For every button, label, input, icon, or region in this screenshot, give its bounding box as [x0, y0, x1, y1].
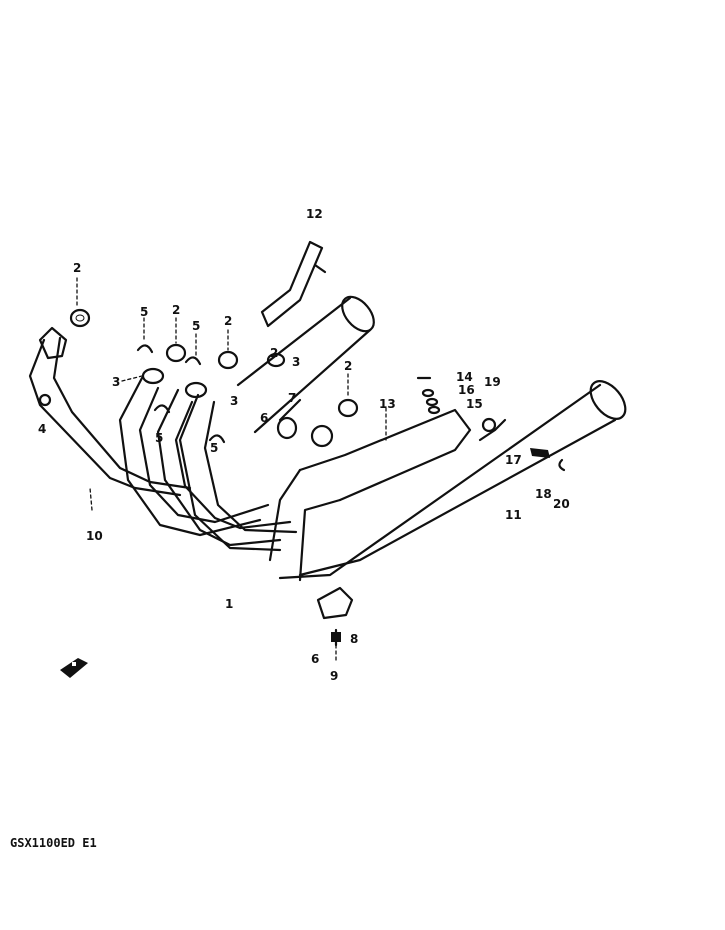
callout-labels: 1 2 2 2 2 2 3 3 3 4 5 5 5 5 6 6 7 8 9 10… — [38, 207, 570, 683]
exhaust-pipe-center-left — [118, 376, 270, 537]
callout-13: 13 — [379, 397, 396, 411]
callout-11: 11 — [505, 508, 522, 522]
callout-5c: 5 — [155, 431, 163, 445]
left-pipe-clamp — [38, 326, 68, 407]
callout-2c: 2 — [224, 314, 232, 328]
clamp-5-a — [136, 344, 154, 354]
collector-pipe — [268, 408, 472, 582]
model-code-label: GSX1100ED E1 — [10, 836, 97, 850]
hardware-stack — [416, 376, 566, 472]
callout-3b: 3 — [230, 394, 238, 408]
callout-6a: 6 — [260, 411, 268, 425]
muffler-right — [278, 380, 627, 580]
flange-3-c — [266, 352, 286, 368]
callout-8: 8 — [350, 632, 358, 646]
callout-5a: 5 — [140, 305, 148, 319]
callout-18: 18 — [535, 487, 552, 501]
callout-10: 10 — [86, 529, 103, 543]
callout-2e: 2 — [270, 346, 278, 360]
callout-6b: 6 — [311, 652, 319, 666]
clamp-5-b — [184, 356, 202, 366]
callout-2a: 2 — [73, 261, 81, 275]
callout-2b: 2 — [172, 303, 180, 317]
exhaust-pipe-center-right — [156, 388, 292, 547]
callout-1: 1 — [225, 597, 233, 611]
front-direction-arrow-icon — [60, 658, 88, 678]
clamp-5-d — [208, 434, 226, 444]
callout-20: 20 — [553, 497, 570, 511]
gasket-2-d — [337, 398, 359, 418]
lower-mount-bracket — [316, 586, 354, 647]
callout-5b: 5 — [192, 319, 200, 333]
callout-5d: 5 — [210, 441, 218, 455]
callout-17: 17 — [505, 453, 522, 467]
gasket-2-a — [69, 308, 91, 328]
callout-14: 14 — [456, 370, 473, 384]
callout-15: 15 — [466, 397, 483, 411]
exhaust-pipe-right — [178, 393, 298, 552]
joint-clamp-7 — [276, 416, 334, 448]
callout-16: 16 — [458, 383, 475, 397]
callout-3c: 3 — [292, 355, 300, 369]
flange-3-b — [184, 381, 208, 399]
muffler-bracket — [260, 240, 327, 328]
callout-9: 9 — [330, 669, 338, 683]
callout-2d: 2 — [344, 359, 352, 373]
callout-12: 12 — [306, 207, 323, 221]
callout-4: 4 — [38, 422, 46, 436]
exhaust-pipe-left — [28, 336, 192, 497]
gasket-2-c — [217, 350, 239, 370]
leader-lines — [76, 277, 387, 661]
muffler-left — [236, 295, 375, 434]
callout-19: 19 — [484, 375, 501, 389]
flange-3-a — [141, 367, 165, 385]
gasket-2-b — [165, 343, 187, 363]
clamp-5-c — [153, 404, 171, 414]
callout-3a: 3 — [112, 375, 120, 389]
callout-7: 7 — [288, 391, 296, 405]
